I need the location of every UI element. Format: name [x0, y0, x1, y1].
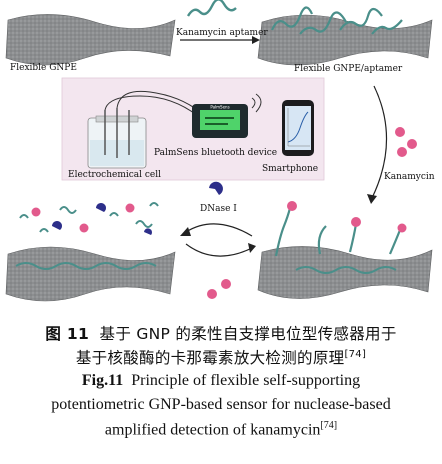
caption-en-line3: amplified detection of kanamycin[74]	[0, 420, 442, 439]
label-dnase: DNase I	[200, 204, 237, 214]
digested-fragments-icon	[19, 202, 159, 235]
electrode-sheet-bottom-left	[5, 246, 176, 302]
caption-en-line2: potentiometric GNP-based sensor for nucl…	[51, 396, 391, 413]
caption-cn-line1: 图 11 基于 GNP 的柔性自支撑电位型传感器用于	[0, 322, 442, 344]
caption-cn-ref: [74]	[344, 348, 367, 360]
schematic-figure: PalmSens	[5, 0, 435, 302]
label-smartphone: Smartphone	[262, 164, 319, 174]
label-kanamycin-aptamer: Kanamycin aptamer	[176, 28, 268, 38]
schematic-drawing: PalmSens	[5, 0, 433, 302]
dnase-icon	[209, 181, 223, 195]
caption-cn-fig-label: 图 11	[45, 325, 90, 343]
arrow-top	[180, 36, 260, 44]
caption-en-text1: Principle of flexible self-supporting	[131, 372, 361, 389]
kanamycin-icon	[395, 127, 417, 157]
electrochemical-cell-icon	[87, 90, 201, 169]
label-flexible-gnpe-aptamer: Flexible GNPE/aptamer	[294, 64, 403, 74]
bluetooth-signal-icon	[251, 93, 262, 113]
label-electrochemical-cell: Electrochemical cell	[68, 170, 161, 180]
smartphone-icon	[282, 100, 314, 156]
arrow-right-down	[367, 85, 388, 204]
label-kanamycin: Kanamycin	[384, 172, 435, 182]
released-kanamycin-icon	[207, 279, 231, 299]
label-flexible-gnpe: Flexible GNPE	[10, 63, 77, 73]
caption-cn-text2: 基于核酸酶的卡那霉素放大检测的原理	[75, 349, 345, 367]
arrow-bottom-left	[180, 223, 256, 257]
caption-en-ref: [74]	[320, 420, 338, 431]
palmsens-device-icon: PalmSens	[192, 104, 248, 138]
label-palmsens: PalmSens bluetooth device	[154, 148, 278, 158]
electrode-sheet-top-left	[5, 14, 176, 66]
device-brand-text: PalmSens	[210, 105, 229, 110]
aptamer-strand-icon	[186, 0, 237, 17]
electrode-sheet-bottom-right	[257, 201, 433, 299]
electrode-sheet-top-right	[257, 6, 433, 66]
measurement-panel: PalmSens	[61, 77, 325, 181]
caption-en-line1: Fig.11 Principle of flexible self-suppor…	[0, 372, 442, 390]
caption-en-fig-label: Fig.11	[81, 372, 124, 389]
caption-en-text3: amplified detection of kanamycin	[104, 421, 321, 439]
caption-cn-line2: 基于核酸酶的卡那霉素放大检测的原理[74]	[0, 346, 442, 368]
caption-cn-text1: 基于 GNP 的柔性自支撑电位型传感器用于	[99, 325, 397, 343]
